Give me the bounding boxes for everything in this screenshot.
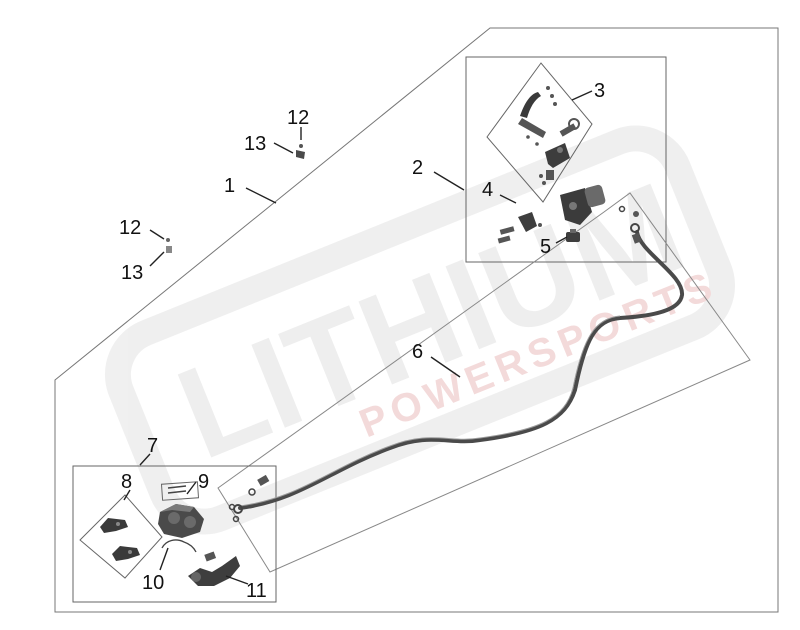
bolt-pair-left-icon <box>166 238 172 253</box>
hose-lower-hardware <box>228 474 270 523</box>
callout-7: 7 <box>147 435 158 457</box>
assembly-1-outline <box>54 27 779 613</box>
assembly-7-box <box>72 465 277 603</box>
callout-2: 2 <box>412 157 423 179</box>
assembly-2-box <box>465 56 667 263</box>
callout-5: 5 <box>540 236 551 258</box>
callout-labels: 1 2 3 4 5 6 7 8 9 10 11 12 13 12 13 <box>119 80 605 602</box>
bracket-part-4-icon <box>497 212 542 244</box>
brake-pads-icon <box>100 518 140 561</box>
fluid-reservoir-icon <box>560 184 606 225</box>
hose-highlight <box>239 315 621 507</box>
callout-13-upper: 13 <box>244 133 266 155</box>
brake-lever-icon <box>518 86 580 146</box>
pad-clips-icon <box>167 485 187 494</box>
callout-13-left: 13 <box>121 262 143 284</box>
callout-9: 9 <box>198 471 209 493</box>
caliper-bracket-icon <box>188 551 240 586</box>
callout-12-left: 12 <box>119 217 141 239</box>
callout-11: 11 <box>246 580 267 602</box>
assembly-9-box <box>160 481 200 501</box>
callout-6: 6 <box>412 341 423 363</box>
anti-rattle-spring-icon <box>161 539 197 553</box>
master-cylinder-body-icon <box>539 143 570 185</box>
callout-12-upper: 12 <box>287 107 309 129</box>
brake-hose <box>238 230 684 510</box>
switch-part-5-icon <box>566 229 580 242</box>
assembly-3-box <box>486 62 593 203</box>
callout-8: 8 <box>121 471 132 493</box>
assembly-6-boundary <box>217 192 751 573</box>
callout-10: 10 <box>142 572 164 594</box>
callout-1: 1 <box>224 175 235 197</box>
callout-4: 4 <box>482 179 493 201</box>
assembly-8-box <box>79 494 163 579</box>
leader-lines <box>123 90 593 585</box>
hose-fitting-upper <box>630 223 640 233</box>
hose-upper-hardware <box>618 205 642 244</box>
brake-caliper-icon <box>158 504 204 538</box>
bolt-pair-upper-icon <box>296 144 305 159</box>
callout-3: 3 <box>594 80 605 102</box>
